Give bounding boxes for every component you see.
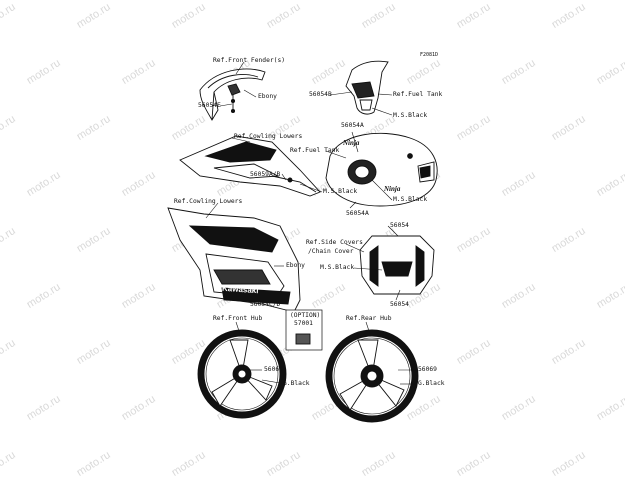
label-ms-black-2: M.S.Black (323, 188, 358, 195)
label-fuel-tank-ref-1: Ref.Fuel Tank (393, 91, 443, 98)
label-front-fender-ref: Ref.Front Fender(s) (213, 57, 286, 64)
tank-logo-decal-2: Ninja (384, 185, 401, 193)
label-cowling-lowers-ref-2: Ref.Cowling Lowers (174, 198, 243, 205)
label-56054-bottom: 56054 (390, 301, 409, 308)
label-ms-black-4: M.S.Black (320, 264, 355, 271)
label-ms-black-3: M.S.Black (393, 196, 428, 203)
label-56059ab: 56059A/B (250, 171, 281, 178)
label-g-black-right: G.Black (418, 380, 445, 387)
label-56054a-bottom: 56054A (346, 210, 369, 217)
cowling-lower-large-part (167, 207, 301, 313)
label-56069-left: 56069 (264, 366, 283, 373)
cowling-lower-upper-part (179, 135, 321, 197)
front-wheel-part (197, 329, 287, 419)
label-rear-hub-ref: Ref.Rear Hub (346, 315, 392, 322)
label-front-hub-ref: Ref.Front Hub (213, 315, 263, 322)
label-ms-black-1: M.S.Black (393, 112, 428, 119)
label-side-covers-ref: Ref.Side Covers (306, 239, 363, 246)
rear-wheel-part (325, 329, 419, 423)
label-cowling-lowers-ref-1: Ref.Cowling Lowers (234, 133, 303, 140)
label-56054cd: 56054C/D (250, 301, 281, 308)
label-56054a-top: 56054A (341, 122, 364, 129)
tank-logo-decal-1: Ninja (343, 139, 360, 147)
decal-56054e (230, 95, 236, 114)
label-56069-right: 56069 (418, 366, 437, 373)
tank-cover-part (345, 60, 389, 115)
leader-lines (205, 61, 416, 385)
option-box (285, 309, 323, 351)
label-chain-cover: /Chain Cover (308, 248, 354, 255)
label-56054e: 56054E (198, 102, 221, 109)
side-cover-part (359, 235, 435, 295)
label-ebony-1: Ebony (258, 93, 277, 100)
diagram-drawing (167, 60, 438, 423)
fuel-tank-part (325, 132, 438, 207)
label-option: (OPTION) (290, 312, 321, 319)
front-fender-part (199, 68, 266, 121)
figure-code: F2081D (420, 52, 439, 58)
label-fuel-tank-ref-2: Ref.Fuel Tank (290, 147, 340, 154)
label-57001: 57001 (294, 320, 313, 327)
label-ebony-2: Ebony (286, 262, 305, 269)
label-56054b: 56054B (309, 91, 332, 98)
label-g-black-left: G.Black (283, 380, 310, 387)
label-56054-top: 56054 (390, 222, 409, 229)
